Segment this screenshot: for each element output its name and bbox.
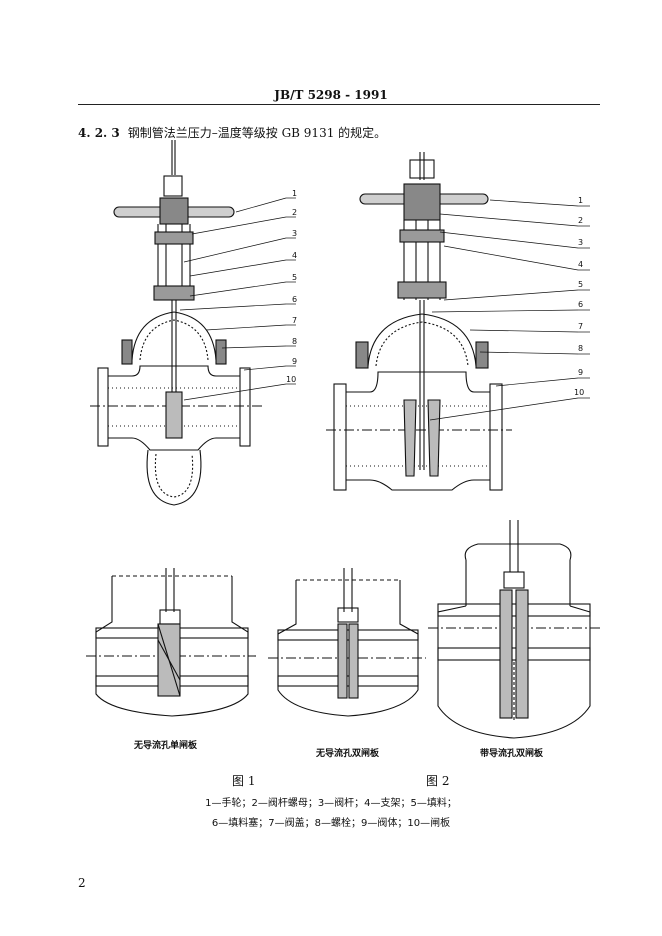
fig2-callout-10: 10 xyxy=(574,388,584,397)
figure1-callout-numbers: 1 2 3 4 5 6 7 8 9 10 xyxy=(286,189,297,384)
legend-line-2: 6—填料塞；7—阀盖；8—螺栓；9—阀体；10—闸板 xyxy=(211,818,451,829)
caption-single-gate: 无导流孔单闸板 xyxy=(134,741,198,751)
figure2-valve-drawing xyxy=(326,152,512,491)
fig2-callout-6: 6 xyxy=(578,300,583,309)
fig1-callout-3: 3 xyxy=(292,229,297,238)
figure1-leaders xyxy=(179,197,296,401)
figure-2-label: 图 2 xyxy=(426,774,450,788)
detail-single-gate-drawing xyxy=(86,568,256,717)
fig1-callout-2: 2 xyxy=(292,208,297,217)
caption-double-gate: 无导流孔双闸板 xyxy=(316,749,380,759)
figure2-callout-numbers: 1 2 3 4 5 6 7 8 9 10 xyxy=(574,196,584,397)
fig2-callout-9: 9 xyxy=(578,368,583,377)
figure2-leaders xyxy=(429,199,590,421)
detail-double-gate-drawing xyxy=(268,568,426,717)
fig2-callout-8: 8 xyxy=(578,344,583,353)
fig1-callout-7: 7 xyxy=(292,316,297,325)
fig1-callout-4: 4 xyxy=(292,251,297,260)
header-rule xyxy=(78,104,600,105)
fig1-callout-1: 1 xyxy=(292,189,297,198)
fig1-callout-6: 6 xyxy=(292,295,297,304)
fig2-callout-7: 7 xyxy=(578,322,583,331)
fig2-callout-2: 2 xyxy=(578,216,583,225)
fig1-callout-10: 10 xyxy=(286,375,296,384)
fig1-callout-8: 8 xyxy=(292,337,297,346)
clause-4-2-3: 4. 2. 3 钢制管法兰压力–温度等级按 GB 9131 的规定。 xyxy=(78,124,386,141)
document-header: JB/T 5298 - 1991 xyxy=(274,88,388,102)
page-number: 2 xyxy=(78,876,86,890)
caption-double-gate-with-hole: 带导流孔双闸板 xyxy=(480,749,544,759)
figure1-valve-drawing xyxy=(90,140,262,506)
fig2-callout-1: 1 xyxy=(578,196,583,205)
fig1-callout-9: 9 xyxy=(292,357,297,366)
clause-number: 4. 2. 3 xyxy=(78,126,120,140)
fig2-callout-5: 5 xyxy=(578,280,583,289)
detail-double-gate-with-hole-drawing xyxy=(428,520,600,739)
fig2-callout-3: 3 xyxy=(578,238,583,247)
legend-line-1: 1—手轮；2—阀杆螺母；3—阀杆；4—支架；5—填料； xyxy=(205,798,457,809)
fig2-callout-4: 4 xyxy=(578,260,583,269)
fig1-callout-5: 5 xyxy=(292,273,297,282)
clause-text: 钢制管法兰压力–温度等级按 GB 9131 的规定。 xyxy=(127,126,387,140)
figure-1-label: 图 1 xyxy=(232,774,256,788)
